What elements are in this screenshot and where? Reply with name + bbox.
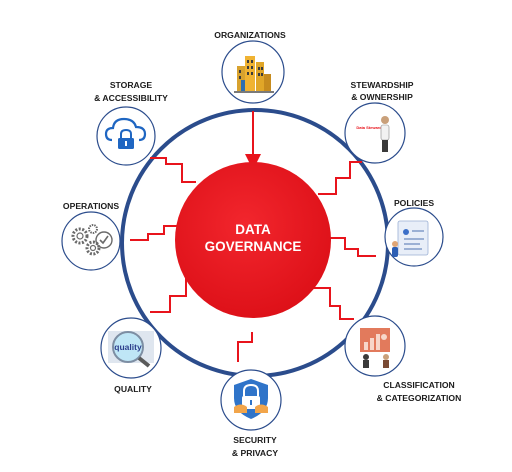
magnifier-quality-icon: quality bbox=[108, 331, 154, 368]
classification-label-1: CLASSIFICATION bbox=[383, 380, 454, 390]
analytics-board-icon bbox=[360, 328, 390, 368]
padlock-shield-icon bbox=[234, 379, 268, 419]
quality-connector bbox=[150, 277, 190, 313]
connectors bbox=[130, 111, 376, 362]
governance-hub bbox=[175, 162, 331, 318]
classification-label-2: & CATEGORIZATION bbox=[377, 393, 462, 403]
steward-badge: Data Steward bbox=[356, 125, 382, 130]
node-policies: POLICIES bbox=[384, 198, 444, 267]
operations-label: OPERATIONS bbox=[63, 201, 119, 211]
node-operations: OPERATIONS bbox=[61, 201, 121, 271]
node-classification: CLASSIFICATION & CATEGORIZATION bbox=[344, 315, 462, 403]
hub-title-line2: GOVERNANCE bbox=[205, 239, 302, 254]
cloud-lock-icon bbox=[104, 117, 147, 149]
hub-title-line1: DATA bbox=[235, 222, 271, 237]
node-storage: STORAGE & ACCESSIBILITY bbox=[94, 80, 168, 166]
quality-badge: quality bbox=[114, 342, 142, 352]
storage-label-2: & ACCESSIBILITY bbox=[94, 93, 168, 103]
node-quality: quality QUALITY bbox=[100, 317, 162, 394]
policies-label: POLICIES bbox=[394, 198, 434, 208]
storage-label-1: STORAGE bbox=[110, 80, 153, 90]
security-connector bbox=[237, 332, 253, 362]
gears-icon bbox=[71, 224, 113, 256]
buildings-icon bbox=[234, 56, 274, 93]
node-stewardship: STEWARDSHIP & OWNERSHIP Data Steward bbox=[344, 80, 414, 164]
storage-connector bbox=[150, 157, 196, 183]
data-steward-icon: Data Steward bbox=[356, 116, 390, 152]
classification-connector bbox=[310, 287, 354, 320]
security-label-2: & PRIVACY bbox=[232, 448, 278, 458]
node-organizations: ORGANIZATIONS bbox=[214, 30, 286, 104]
operations-connector bbox=[130, 225, 182, 241]
stewardship-connector bbox=[318, 161, 362, 195]
stewardship-label-2: & OWNERSHIP bbox=[351, 92, 413, 102]
stewardship-label-1: STEWARDSHIP bbox=[350, 80, 413, 90]
quality-label: QUALITY bbox=[114, 384, 152, 394]
organizations-label: ORGANIZATIONS bbox=[214, 30, 286, 40]
policies-connector bbox=[326, 237, 376, 257]
security-label-1: SECURITY bbox=[233, 435, 277, 445]
policy-document-icon bbox=[392, 220, 429, 257]
node-security: SECURITY & PRIVACY bbox=[220, 369, 282, 458]
